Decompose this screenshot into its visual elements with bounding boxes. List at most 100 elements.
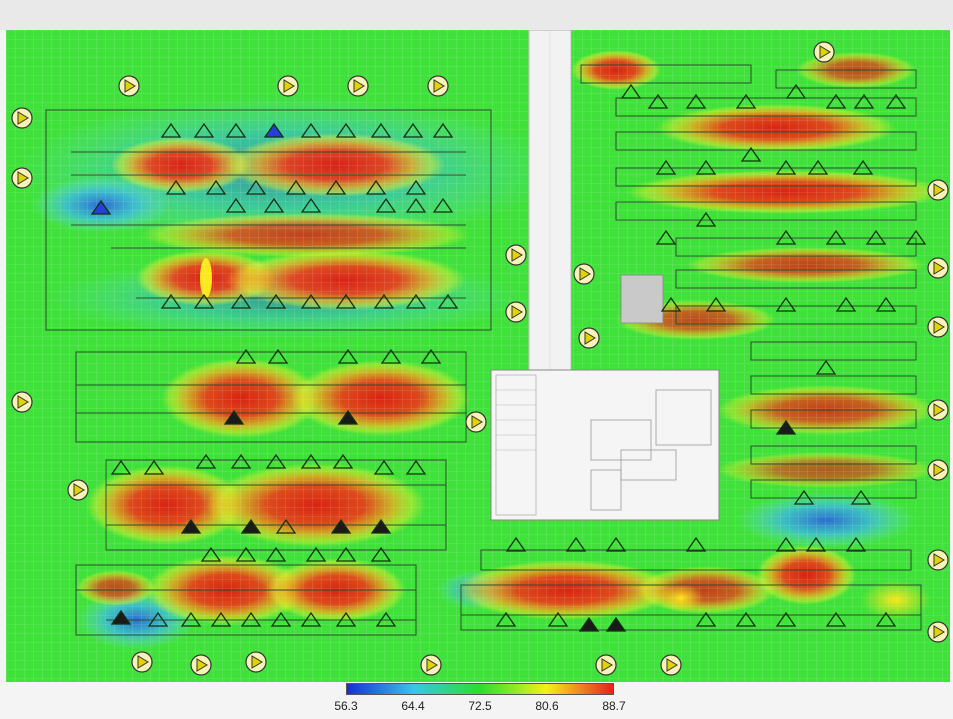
triangle-marker-icon[interactable]	[90, 199, 112, 215]
triangle-marker-icon[interactable]	[740, 146, 762, 162]
triangle-marker-icon[interactable]	[305, 546, 327, 562]
triangle-marker-icon[interactable]	[875, 611, 897, 627]
triangle-marker-icon[interactable]	[685, 536, 707, 552]
triangle-marker-icon[interactable]	[300, 197, 322, 213]
triangle-marker-icon[interactable]	[325, 179, 347, 195]
triangle-marker-icon[interactable]	[432, 197, 454, 213]
triangle-marker-icon[interactable]	[332, 453, 354, 469]
circle-play-marker-icon[interactable]	[578, 327, 600, 349]
triangle-marker-icon[interactable]	[735, 611, 757, 627]
triangle-marker-icon[interactable]	[620, 83, 642, 99]
triangle-marker-icon[interactable]	[223, 409, 245, 425]
circle-play-marker-icon[interactable]	[245, 651, 267, 673]
triangle-marker-icon[interactable]	[405, 459, 427, 475]
triangle-marker-icon[interactable]	[380, 348, 402, 364]
triangle-marker-icon[interactable]	[335, 611, 357, 627]
circle-play-marker-icon[interactable]	[11, 167, 33, 189]
triangle-marker-icon[interactable]	[370, 122, 392, 138]
triangle-marker-icon[interactable]	[825, 93, 847, 109]
triangle-marker-icon[interactable]	[807, 159, 829, 175]
triangle-marker-icon[interactable]	[495, 611, 517, 627]
triangle-marker-icon[interactable]	[885, 93, 907, 109]
circle-play-marker-icon[interactable]	[190, 654, 212, 676]
circle-play-marker-icon[interactable]	[927, 621, 949, 643]
triangle-marker-icon[interactable]	[420, 348, 442, 364]
triangle-marker-icon[interactable]	[275, 518, 297, 534]
triangle-marker-icon[interactable]	[370, 546, 392, 562]
triangle-marker-icon[interactable]	[335, 546, 357, 562]
triangle-marker-icon[interactable]	[825, 229, 847, 245]
circle-play-marker-icon[interactable]	[118, 75, 140, 97]
triangle-marker-icon[interactable]	[337, 409, 359, 425]
triangle-marker-icon[interactable]	[815, 359, 837, 375]
triangle-marker-icon[interactable]	[647, 93, 669, 109]
triangle-marker-icon[interactable]	[300, 453, 322, 469]
triangle-marker-icon[interactable]	[180, 518, 202, 534]
triangle-marker-icon[interactable]	[852, 159, 874, 175]
triangle-marker-icon[interactable]	[865, 229, 887, 245]
triangle-marker-icon[interactable]	[230, 453, 252, 469]
triangle-marker-icon[interactable]	[230, 293, 252, 309]
triangle-marker-icon[interactable]	[655, 159, 677, 175]
triangle-marker-icon[interactable]	[370, 518, 392, 534]
circle-play-marker-icon[interactable]	[813, 41, 835, 63]
circle-play-marker-icon[interactable]	[347, 75, 369, 97]
triangle-marker-icon[interactable]	[775, 229, 797, 245]
circle-play-marker-icon[interactable]	[131, 651, 153, 673]
triangle-marker-icon[interactable]	[110, 459, 132, 475]
triangle-marker-icon[interactable]	[432, 122, 454, 138]
triangle-marker-icon[interactable]	[335, 293, 357, 309]
triangle-marker-icon[interactable]	[405, 179, 427, 195]
triangle-marker-icon[interactable]	[160, 293, 182, 309]
triangle-marker-icon[interactable]	[775, 611, 797, 627]
circle-play-marker-icon[interactable]	[11, 391, 33, 413]
triangle-marker-icon[interactable]	[373, 293, 395, 309]
triangle-marker-icon[interactable]	[240, 611, 262, 627]
triangle-marker-icon[interactable]	[695, 211, 717, 227]
triangle-marker-icon[interactable]	[330, 518, 352, 534]
triangle-marker-icon[interactable]	[793, 489, 815, 505]
triangle-marker-icon[interactable]	[605, 536, 627, 552]
triangle-marker-icon[interactable]	[285, 179, 307, 195]
triangle-marker-icon[interactable]	[405, 197, 427, 213]
triangle-marker-icon[interactable]	[850, 489, 872, 505]
triangle-marker-icon[interactable]	[263, 197, 285, 213]
triangle-marker-icon[interactable]	[335, 122, 357, 138]
triangle-marker-icon[interactable]	[267, 348, 289, 364]
triangle-marker-icon[interactable]	[505, 536, 527, 552]
triangle-marker-icon[interactable]	[875, 296, 897, 312]
triangle-marker-icon[interactable]	[265, 293, 287, 309]
triangle-marker-icon[interactable]	[373, 459, 395, 475]
triangle-marker-icon[interactable]	[300, 122, 322, 138]
triangle-marker-icon[interactable]	[160, 122, 182, 138]
triangle-marker-icon[interactable]	[825, 611, 847, 627]
circle-play-marker-icon[interactable]	[427, 75, 449, 97]
triangle-marker-icon[interactable]	[735, 93, 757, 109]
triangle-marker-icon[interactable]	[193, 293, 215, 309]
triangle-marker-icon[interactable]	[225, 197, 247, 213]
triangle-marker-icon[interactable]	[143, 459, 165, 475]
triangle-marker-icon[interactable]	[300, 611, 322, 627]
triangle-marker-icon[interactable]	[375, 197, 397, 213]
triangle-marker-icon[interactable]	[245, 179, 267, 195]
circle-play-marker-icon[interactable]	[11, 107, 33, 129]
circle-play-marker-icon[interactable]	[927, 257, 949, 279]
triangle-marker-icon[interactable]	[775, 536, 797, 552]
triangle-marker-icon[interactable]	[235, 546, 257, 562]
triangle-marker-icon[interactable]	[565, 536, 587, 552]
circle-play-marker-icon[interactable]	[465, 411, 487, 433]
triangle-marker-icon[interactable]	[265, 453, 287, 469]
triangle-marker-icon[interactable]	[210, 611, 232, 627]
triangle-marker-icon[interactable]	[165, 179, 187, 195]
triangle-marker-icon[interactable]	[405, 293, 427, 309]
circle-play-marker-icon[interactable]	[927, 459, 949, 481]
triangle-marker-icon[interactable]	[225, 122, 247, 138]
triangle-marker-icon[interactable]	[205, 179, 227, 195]
triangle-marker-icon[interactable]	[853, 93, 875, 109]
circle-play-marker-icon[interactable]	[927, 316, 949, 338]
triangle-marker-icon[interactable]	[695, 611, 717, 627]
triangle-marker-icon[interactable]	[375, 611, 397, 627]
circle-play-marker-icon[interactable]	[277, 75, 299, 97]
triangle-marker-icon[interactable]	[193, 122, 215, 138]
triangle-marker-icon[interactable]	[775, 419, 797, 435]
